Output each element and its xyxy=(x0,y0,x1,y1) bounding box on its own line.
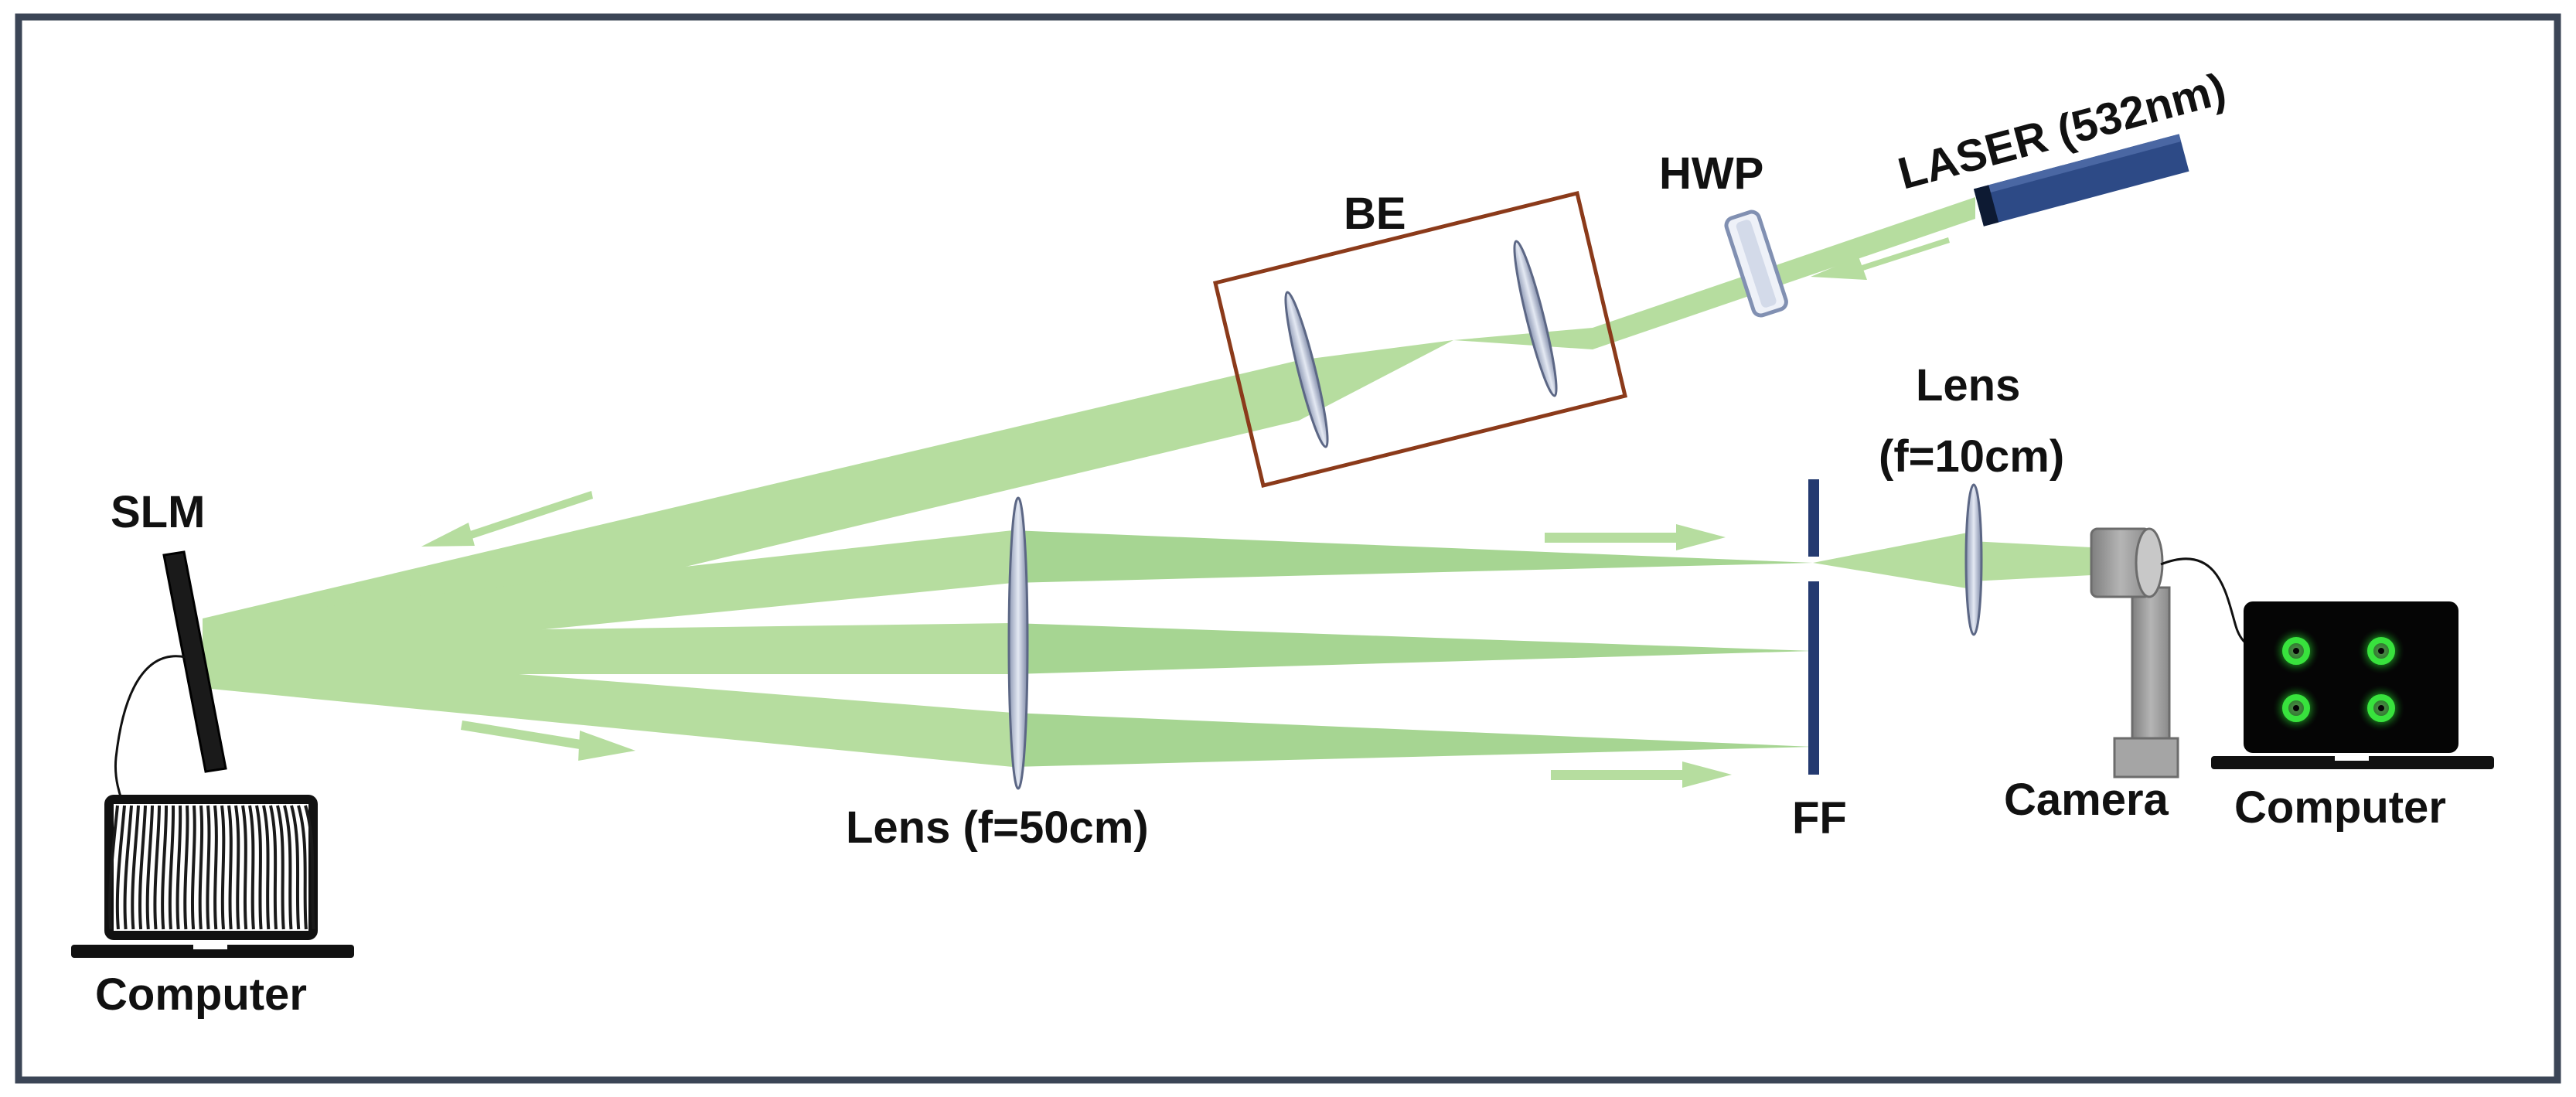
be-box xyxy=(1212,190,1628,489)
beam-expander xyxy=(1212,190,1628,489)
laptop-icon xyxy=(2211,601,2494,769)
hologram-stripe xyxy=(269,805,278,930)
beam-focus-3 xyxy=(1013,713,1813,767)
hologram-stripe xyxy=(138,805,147,930)
label-hwp: HWP xyxy=(1659,148,1763,199)
label-lens-50: Lens (f=50cm) xyxy=(846,802,1149,853)
camera-post xyxy=(2131,586,2171,744)
hologram-stripe xyxy=(220,805,226,930)
slm-icon xyxy=(162,550,227,773)
arrow-icon xyxy=(1811,237,1950,280)
beam-ff-to-lens xyxy=(1813,532,1971,589)
beam-focus-1 xyxy=(1013,530,1813,583)
beam-slm-order-3 xyxy=(203,649,1013,767)
hologram-stripe xyxy=(206,805,211,930)
slm-cable xyxy=(114,655,186,802)
lens-icon xyxy=(1284,291,1329,448)
hologram-stripe xyxy=(153,805,161,930)
lens-icon xyxy=(1964,483,1983,636)
donut-core xyxy=(2293,648,2299,654)
hologram-stripe xyxy=(145,805,154,930)
hologram-stripe xyxy=(283,805,293,930)
hologram-stripe xyxy=(108,805,119,930)
arrow-icon xyxy=(1551,761,1732,788)
slm-hologram-pattern xyxy=(108,805,315,930)
beam-be-focus xyxy=(1453,328,1593,349)
label-slm: SLM xyxy=(111,487,205,537)
label-computer-right: Computer xyxy=(2234,782,2446,833)
label-lens-10-line2: (f=10cm) xyxy=(1879,431,2064,482)
hologram-stripe xyxy=(248,805,255,930)
laptop-right-screen xyxy=(2244,601,2458,753)
label-ff: FF xyxy=(1792,793,1847,843)
hologram-stripe xyxy=(241,805,248,930)
hologram-stripe xyxy=(262,805,271,930)
hologram-stripe xyxy=(131,805,140,930)
hologram-stripe xyxy=(161,805,169,930)
hologram-stripe xyxy=(255,805,263,930)
hologram-stripe xyxy=(297,805,308,930)
hologram-stripe xyxy=(183,805,189,930)
hologram-stripe xyxy=(190,805,196,930)
hologram-stripe xyxy=(290,805,301,930)
beam-slm-order-2 xyxy=(203,623,1013,674)
hologram-stripe xyxy=(234,805,240,930)
hologram-stripe xyxy=(227,805,233,930)
hologram-stripe xyxy=(276,805,285,930)
camera-base xyxy=(2113,737,2179,778)
hologram-stripe xyxy=(304,805,315,930)
arrow-icon xyxy=(421,491,593,547)
laptop-left-base xyxy=(71,945,354,958)
label-be: BE xyxy=(1344,189,1406,239)
hologram-stripe xyxy=(115,805,126,930)
camera-lens xyxy=(2135,527,2164,598)
donut-spot xyxy=(2282,637,2310,665)
donut-core xyxy=(2378,648,2384,654)
beam-paths xyxy=(203,197,2091,767)
hologram-stripe xyxy=(123,805,133,930)
donut-core xyxy=(2293,705,2299,711)
beam-focus-2 xyxy=(1013,623,1813,674)
camera-icon xyxy=(2090,527,2179,778)
beam-laser-to-be xyxy=(1593,197,1975,349)
laptop-icon xyxy=(71,795,354,958)
beam-slm-order-1 xyxy=(203,530,1013,663)
label-computer-left: Computer xyxy=(95,969,307,1020)
lens-icon xyxy=(1513,240,1558,397)
camera-output-spots xyxy=(2273,628,2404,731)
lens-icon xyxy=(1007,496,1029,790)
hologram-stripe xyxy=(213,805,218,930)
hologram-stripe xyxy=(175,805,182,930)
donut-spot xyxy=(2367,694,2395,722)
label-camera: Camera xyxy=(2004,775,2169,825)
beam-lens-to-camera xyxy=(1971,541,2091,581)
arrow-icon xyxy=(461,721,635,761)
beam-be-diverge xyxy=(1299,340,1453,421)
donut-spot xyxy=(2282,694,2310,722)
donut-spot xyxy=(2367,637,2395,665)
hologram-stripe xyxy=(168,805,175,930)
hologram-stripe xyxy=(198,805,204,930)
half-wave-plate-icon xyxy=(1724,210,1788,318)
laser-icon xyxy=(1973,134,2189,227)
donut-core xyxy=(2378,705,2384,711)
label-lens-10-line1: Lens xyxy=(1916,360,2020,411)
laptop-right-base xyxy=(2211,756,2494,769)
fourier-filter xyxy=(1808,479,1819,775)
beam-direction-arrows xyxy=(421,237,1950,788)
arrow-icon xyxy=(1545,524,1726,550)
